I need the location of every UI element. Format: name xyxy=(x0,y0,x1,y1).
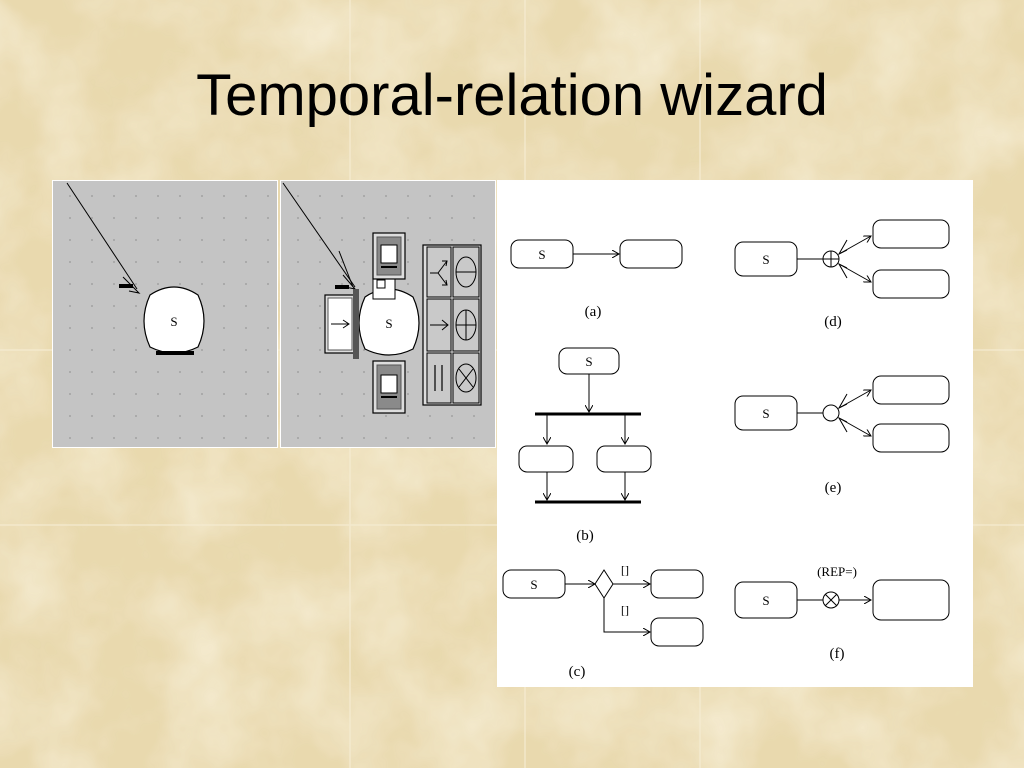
wizard-left-button[interactable] xyxy=(324,294,356,354)
state-node-label: S xyxy=(170,314,177,329)
pointer-line xyxy=(282,182,356,288)
node-shadow xyxy=(156,351,194,355)
pattern-a-sequence xyxy=(510,239,683,269)
state-node[interactable] xyxy=(143,286,205,354)
pattern-c-upper-node xyxy=(650,569,704,599)
state-node-label: S xyxy=(385,316,392,331)
pattern-e-upper-node xyxy=(872,375,950,405)
tool-parallel[interactable] xyxy=(426,352,452,404)
wizard-canvas-before: S xyxy=(52,180,278,448)
pattern-b-right-node xyxy=(596,445,652,473)
pattern-b-source-label: S xyxy=(585,354,592,369)
wizard-canvas-after: S xyxy=(280,180,496,448)
state-node[interactable] xyxy=(358,288,420,356)
pattern-c-lower-guard: [] xyxy=(621,603,629,617)
pattern-c-choice xyxy=(502,569,704,647)
caption-d: (d) xyxy=(824,314,842,330)
pattern-f-target-node xyxy=(872,579,950,621)
caption-e: (e) xyxy=(825,480,842,496)
pattern-f-repetition xyxy=(734,579,950,621)
pattern-a-source-label: S xyxy=(538,247,545,262)
left-button-edge xyxy=(353,289,359,359)
pattern-b-parallel xyxy=(518,347,652,504)
wizard-before-drawing: S xyxy=(66,182,205,355)
pattern-c-decision-diamond xyxy=(594,569,614,599)
parallel-icon xyxy=(434,365,443,391)
slide-title: Temporal-relation wizard xyxy=(196,63,828,128)
fork-icon xyxy=(430,260,448,286)
circle-minus-icon xyxy=(455,256,477,288)
circle-x-icon xyxy=(455,363,477,393)
pointer-arrowhead xyxy=(122,276,141,294)
pattern-e-connector xyxy=(822,404,840,422)
caption-f: (f) xyxy=(830,646,845,662)
arrow-right-icon xyxy=(430,319,449,331)
pattern-d-source-label: S xyxy=(762,252,769,267)
wizard-bottom-button[interactable] xyxy=(372,360,406,414)
pattern-f-rep-label: (REP=) xyxy=(817,564,857,579)
relation-toolbox xyxy=(422,244,482,406)
caption-c: (c) xyxy=(569,664,586,680)
pattern-d-or-split xyxy=(734,219,950,299)
box-icon xyxy=(380,374,398,394)
pattern-c-source-label: S xyxy=(530,577,537,592)
pattern-c-upper-guard: [] xyxy=(621,563,629,577)
pattern-a-target-node xyxy=(619,239,683,269)
pointer-line xyxy=(66,182,138,290)
pattern-d-upper-node xyxy=(872,219,950,249)
circle-plus-icon xyxy=(455,309,477,341)
pattern-e-source-label: S xyxy=(762,406,769,421)
caption-a: (a) xyxy=(585,304,602,320)
pattern-e-xor-split xyxy=(734,375,950,453)
pattern-f-source-label: S xyxy=(762,593,769,608)
relation-patterns-drawing: S S S S S S [] [] (REP=) (a) (b) (c) (d)… xyxy=(502,219,950,680)
pattern-c-lower-node xyxy=(650,617,704,647)
caption-b: (b) xyxy=(576,528,594,544)
pointer-line-2 xyxy=(338,250,354,288)
box-icon xyxy=(380,244,398,264)
handle-mark xyxy=(335,285,349,289)
pattern-b-left-node xyxy=(518,445,574,473)
handle-mark xyxy=(119,284,133,288)
wizard-top-button[interactable] xyxy=(372,232,406,280)
wizard-after-drawing: S xyxy=(282,182,482,414)
cursor-box-inner xyxy=(376,279,386,289)
pattern-e-lower-node xyxy=(872,423,950,453)
relation-patterns-panel: S S S S S S [] [] (REP=) (a) (b) (c) (d)… xyxy=(497,180,973,687)
pattern-d-lower-node xyxy=(872,269,950,299)
